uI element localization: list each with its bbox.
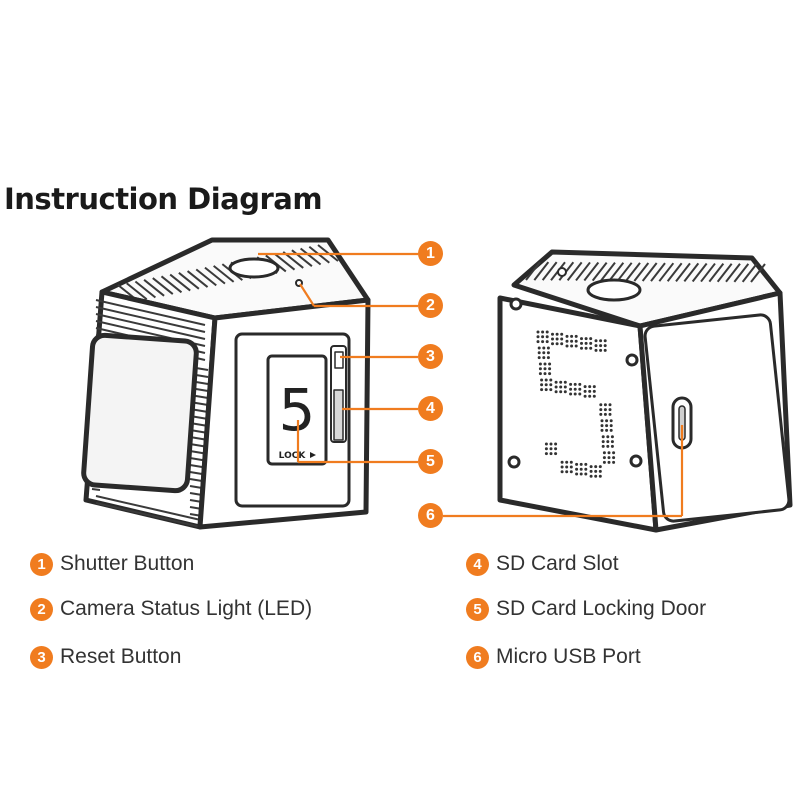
legend-number: 1 [30,552,53,576]
legend-item-status-light: 2 Camera Status Light (LED) [30,596,312,622]
legend-number: 2 [30,597,53,621]
legend-number: 5 [466,597,489,621]
legend-number: 4 [466,552,489,576]
legend-number: 6 [466,645,489,669]
callout-1: 1 [418,241,443,266]
callout-leaders [258,252,684,518]
legend-label: SD Card Locking Door [496,597,707,620]
page-title: Instruction Diagram [4,182,323,216]
callout-2: 2 [418,293,443,318]
callout-4: 4 [418,396,443,421]
led-display-digit [536,330,616,478]
legend-label: Reset Button [60,645,182,668]
legend-label: SD Card Slot [496,552,619,575]
legend-item-reset-button: 3 Reset Button [30,644,181,670]
camera-front-view [81,237,371,530]
camera-back-view [497,249,793,533]
callout-6: 6 [418,503,443,528]
legend-item-micro-usb-port: 6 Micro USB Port [466,644,641,670]
lock-label: LOCK [279,451,307,461]
legend-number: 3 [30,645,53,669]
callout-5: 5 [418,449,443,474]
legend-item-sd-card-locking-door: 5 SD Card Locking Door [466,596,706,622]
legend-item-shutter-button: 1 Shutter Button [30,551,194,577]
legend-label: Shutter Button [60,552,195,575]
legend-item-sd-card-slot: 4 SD Card Slot [466,551,619,577]
legend-label: Micro USB Port [496,645,641,668]
callout-3: 3 [418,344,443,369]
lock-arrow-icon [310,452,316,458]
legend-label: Camera Status Light (LED) [60,597,313,620]
